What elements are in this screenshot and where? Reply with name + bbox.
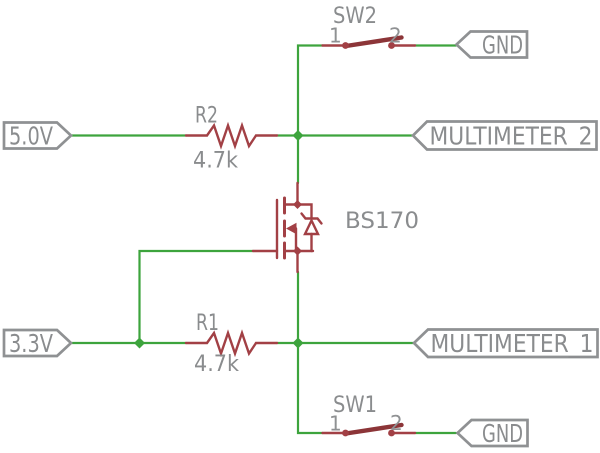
bs170-refdes: BS170	[345, 209, 419, 234]
flag-gnd-top	[454, 30, 529, 59]
sw1-pin1-dot	[342, 429, 349, 437]
flag-3v3	[2, 328, 73, 358]
switch-sw2-symbol	[321, 35, 417, 49]
flag-multimeter1-label: MULTIMETER_1	[431, 329, 594, 358]
flag-multimeter2-label: MULTIMETER_2	[430, 122, 593, 151]
flag-5v-label: 5.0V	[9, 122, 53, 151]
junction-dot-r2	[292, 130, 304, 141]
junctions	[134, 130, 304, 349]
sw1-refdes: SW1	[333, 393, 377, 418]
sw2-pin2-dot	[388, 42, 395, 49]
net-flags	[2, 30, 599, 448]
sw2-pin1-number: 1	[329, 24, 342, 48]
net-sw2-to-junction	[296, 44, 324, 137]
flag-5v	[2, 121, 73, 150]
resistor-r1-zigzag	[184, 329, 279, 358]
resistor-r1-symbol	[184, 329, 279, 358]
flag-3v3-label: 3.3V	[9, 329, 53, 358]
flag-gnd-top-label: GND	[482, 31, 523, 60]
flag-multimeter2	[411, 120, 598, 151]
r2-refdes: R2	[195, 104, 218, 129]
sw2-pin1-dot	[342, 42, 349, 49]
net-gate-wire	[138, 249, 255, 345]
mosfet-bulk-arrow	[286, 222, 297, 235]
sw1-pin1-number: 1	[329, 412, 342, 436]
switch-sw1-symbol	[321, 422, 417, 437]
mosfet-bs170-symbol	[251, 181, 323, 274]
mosfet-drain-dot	[293, 200, 302, 209]
r1-value: 4.7k	[194, 352, 239, 377]
sw2-lever	[343, 35, 404, 49]
junction-dot-r1	[292, 337, 304, 349]
junction-dot-gate	[134, 337, 145, 349]
flag-multimeter1	[412, 328, 599, 359]
flag-gnd-bottom	[455, 418, 529, 448]
resistor-r2-zigzag	[184, 121, 279, 150]
mosfet-source-dot	[293, 246, 302, 256]
mosfet-diode-anode	[303, 217, 320, 236]
sw1-lever	[343, 422, 404, 436]
flag-gnd-bottom-label: GND	[482, 419, 523, 448]
labels: 5.0V 3.3V GND GND MULTIMETER_2 MULTIMETE…	[9, 4, 594, 448]
sw1-pin2-dot	[388, 429, 395, 437]
mosfet-diode-branch-top	[296, 203, 313, 220]
sw2-pin2-number: 2	[389, 24, 402, 48]
sw2-refdes: SW2	[333, 4, 377, 29]
sw1-pin2-number: 2	[390, 411, 403, 435]
r2-value: 4.7k	[193, 149, 238, 174]
resistor-r2-symbol	[184, 121, 279, 150]
net-wires	[70, 44, 458, 435]
r1-refdes: R1	[196, 311, 219, 336]
net-source-to-sw1	[296, 270, 324, 435]
